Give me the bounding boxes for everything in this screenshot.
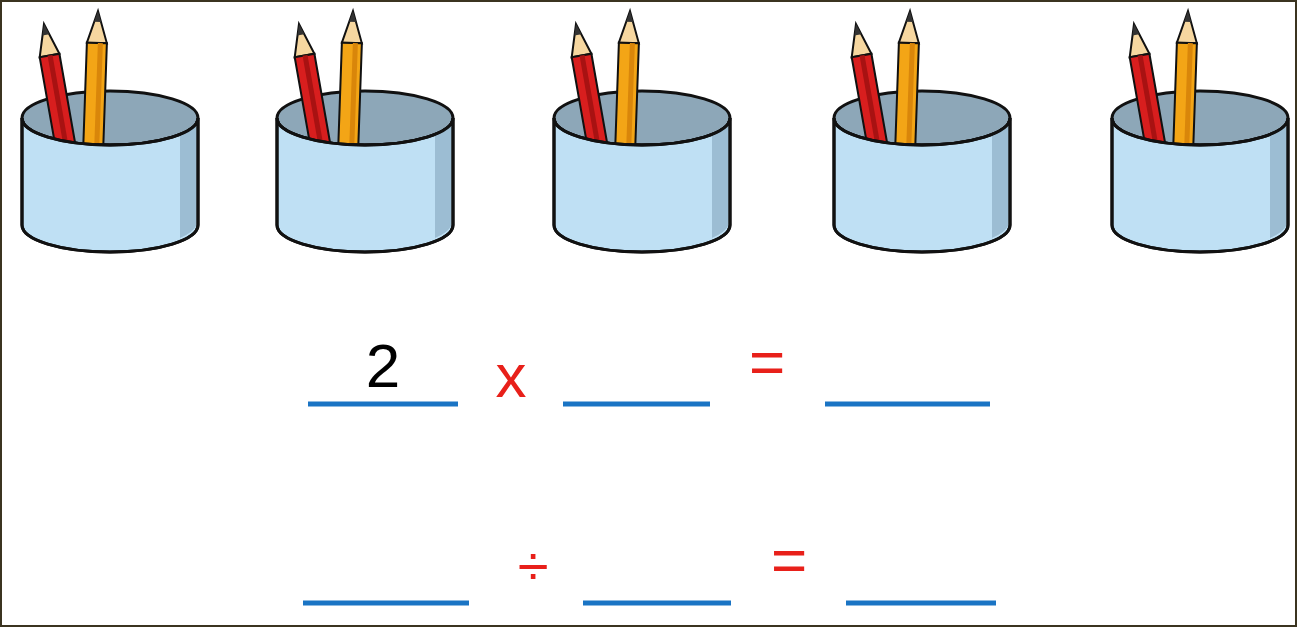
pencil-pot	[554, 11, 730, 252]
equals-sign: =	[749, 331, 785, 393]
answer-blanks	[303, 404, 996, 603]
divide-sign: ÷	[518, 538, 549, 594]
pencil-pot	[22, 11, 198, 252]
pencil-pot	[1112, 11, 1288, 252]
given-number: 2	[366, 335, 400, 397]
multiply-sign: x	[496, 345, 527, 407]
pencil-pot	[277, 11, 453, 252]
pencil-pot	[834, 11, 1010, 252]
equals-sign: =	[771, 529, 807, 591]
